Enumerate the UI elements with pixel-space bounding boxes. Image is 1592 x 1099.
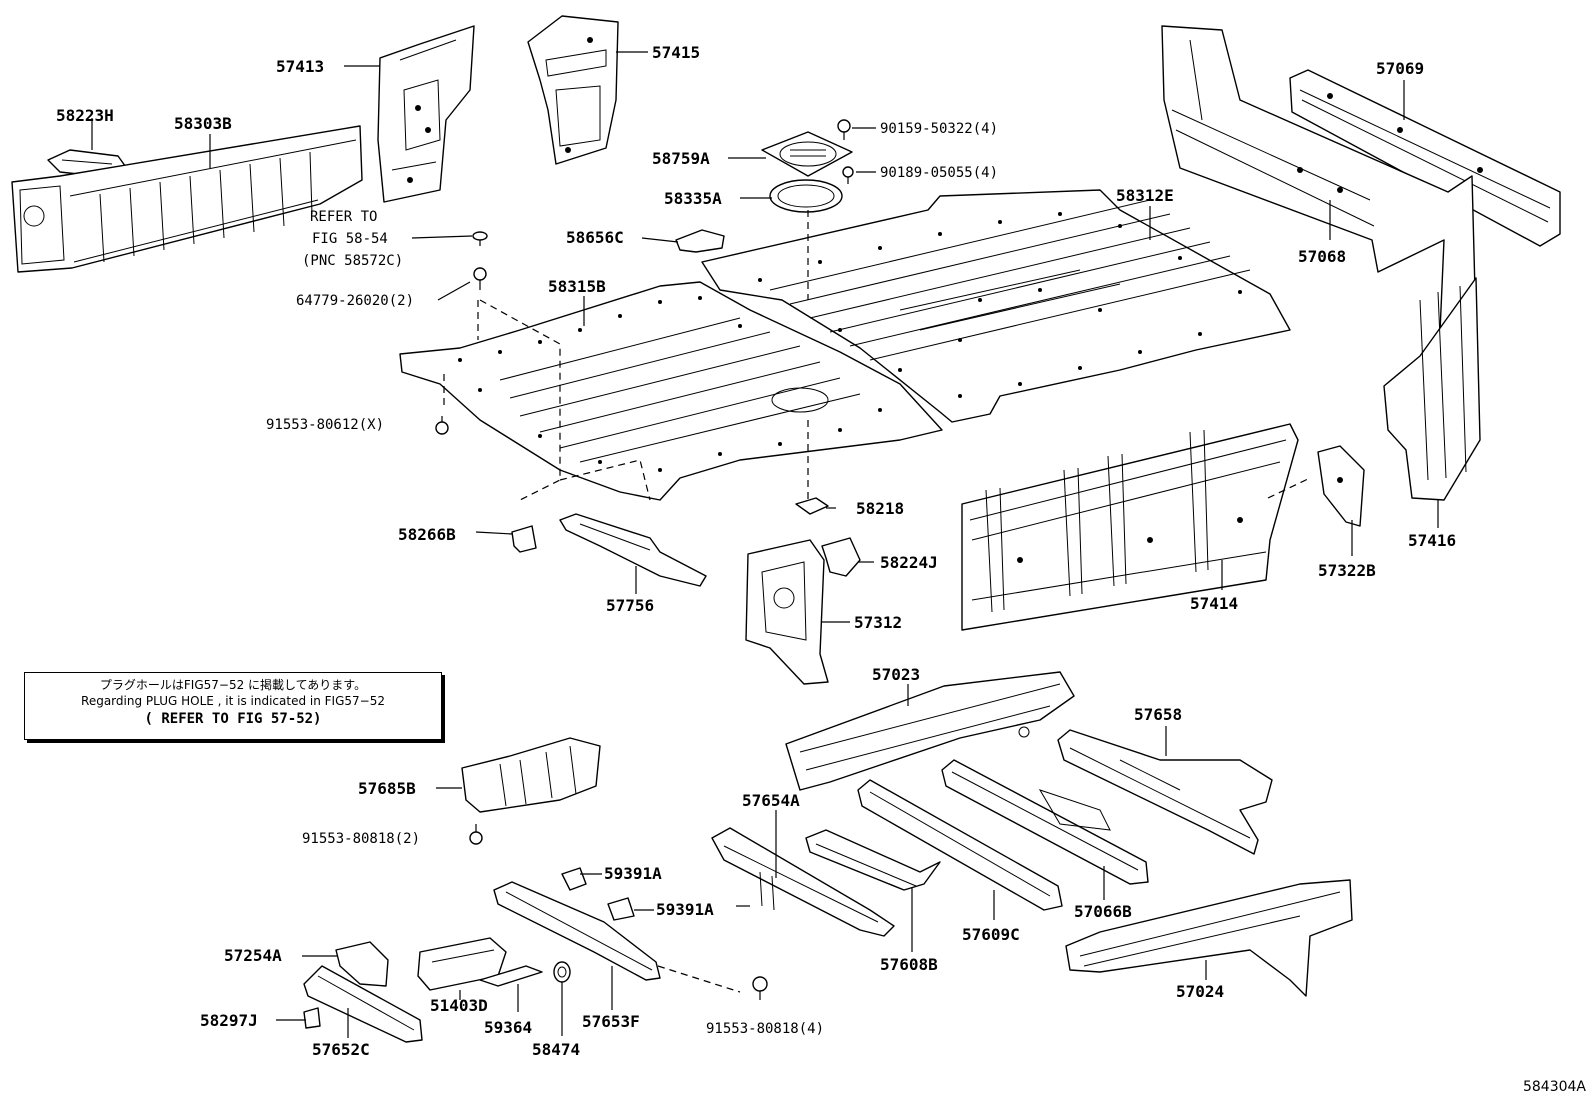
refer-line-1: REFER TO: [310, 209, 377, 225]
label-90189: 90189-05055(4): [880, 165, 998, 181]
part-labels: 58223H 58303B 57413 57415 57069 57068 58…: [56, 43, 1456, 1059]
label-57066b: 57066B: [1074, 902, 1132, 921]
label-57654a: 57654A: [742, 791, 800, 810]
part-57024: [1065, 879, 1353, 997]
part-58218: [795, 497, 829, 515]
label-58335a: 58335A: [664, 189, 722, 208]
label-58474: 58474: [532, 1040, 580, 1059]
label-57413: 57413: [276, 57, 324, 76]
bolt-64779-icon: [473, 267, 487, 290]
label-57416: 57416: [1408, 531, 1456, 550]
diagram-id: 584304A: [1522, 1079, 1586, 1095]
part-57069: [1289, 69, 1561, 247]
label-57254a: 57254A: [224, 946, 282, 965]
part-57413: [377, 25, 475, 203]
label-57068: 57068: [1298, 247, 1346, 266]
label-58656c: 58656C: [566, 228, 624, 247]
part-58315b: [399, 281, 943, 501]
label-91553b: 91553-80818(4): [706, 1021, 824, 1037]
part-58656c: [675, 229, 725, 253]
label-57608b: 57608B: [880, 955, 938, 974]
label-58224j: 58224J: [880, 553, 938, 572]
label-51403d: 51403D: [430, 996, 488, 1015]
label-90159: 90159-50322(4): [880, 121, 998, 137]
label-57652c: 57652C: [312, 1040, 370, 1059]
part-57322b: [1317, 445, 1365, 527]
part-57023: [785, 671, 1075, 791]
part-58335a: [769, 179, 843, 213]
label-57658: 57658: [1134, 705, 1182, 724]
label-57414: 57414: [1190, 594, 1238, 613]
label-57653f: 57653F: [582, 1012, 640, 1031]
label-59364: 59364: [484, 1018, 532, 1037]
label-57322b: 57322B: [1318, 561, 1376, 580]
part-58266b: [511, 525, 537, 553]
label-57415: 57415: [652, 43, 700, 62]
label-91553x: 91553-80612(X): [266, 417, 384, 433]
part-57416: [1383, 277, 1481, 501]
leader-lines: [91, 51, 1439, 1038]
label-58303b: 58303B: [174, 114, 232, 133]
part-59364: [479, 965, 543, 987]
label-57609c: 57609C: [962, 925, 1020, 944]
part-58312e: [701, 189, 1291, 423]
bolt-90189-icon: [842, 166, 854, 184]
note-line-english: Regarding PLUG HOLE , it is indicated in…: [81, 694, 385, 708]
part-57685b: [461, 737, 601, 813]
part-58224j: [821, 537, 861, 577]
part-57415: [527, 15, 619, 165]
note-line-refer: ( REFER TO FIG 57-52): [144, 711, 322, 727]
part-58303b: [11, 125, 363, 273]
label-58759a: 58759A: [652, 149, 710, 168]
refer-note: REFER TO FIG 58-54 (PNC 58572C): [302, 209, 473, 269]
refer-line-3: (PNC 58572C): [302, 253, 403, 269]
part-57609c: [857, 779, 1063, 911]
part-57414: [961, 423, 1299, 631]
bolt-91553b-icon: [752, 976, 768, 1000]
label-59391a-upper: 59391A: [604, 864, 662, 883]
part-57654a: [711, 827, 895, 937]
label-58266b: 58266B: [398, 525, 456, 544]
part-57653f: [493, 881, 661, 981]
part-59391a-upper: [561, 867, 587, 891]
label-91553a: 91553-80818(2): [302, 831, 420, 847]
label-57069: 57069: [1376, 59, 1424, 78]
label-64779: 64779-26020(2): [296, 293, 414, 309]
part-57608b: [805, 829, 941, 891]
note-line-japanese: プラグホールはFIG57−52 に掲載してあります。: [99, 678, 367, 692]
label-58218: 58218: [856, 499, 904, 518]
part-58759a: [761, 131, 853, 177]
grommet-refer-icon: [472, 231, 488, 246]
label-57312: 57312: [854, 613, 902, 632]
label-57024: 57024: [1176, 982, 1224, 1001]
bolt-90159-icon: [837, 119, 851, 140]
assembly-lines: [443, 210, 1311, 993]
part-59391a-lower: [607, 897, 635, 921]
part-57066b: [941, 759, 1149, 885]
part-57756: [559, 513, 707, 587]
label-58223h: 58223H: [56, 106, 114, 125]
label-58297j: 58297J: [200, 1011, 258, 1030]
label-57023: 57023: [872, 665, 920, 684]
part-57254a: [335, 941, 389, 987]
label-58315b: 58315B: [548, 277, 606, 296]
plug-hole-note: プラグホールはFIG57−52 に掲載してあります。 Regarding PLU…: [24, 672, 442, 740]
refer-line-2: FIG 58-54: [312, 231, 388, 247]
part-58297j: [303, 1007, 321, 1029]
part-58474: [553, 961, 571, 983]
part-57652c: [303, 965, 423, 1043]
label-58312e: 58312E: [1116, 186, 1174, 205]
part-57658: [1057, 729, 1273, 855]
label-59391a-lower: 59391A: [656, 900, 714, 919]
bolt-91553x-icon: [435, 416, 449, 435]
label-57756: 57756: [606, 596, 654, 615]
part-57312: [745, 539, 829, 685]
label-57685b: 57685B: [358, 779, 416, 798]
bolt-91553a-icon: [469, 824, 483, 845]
